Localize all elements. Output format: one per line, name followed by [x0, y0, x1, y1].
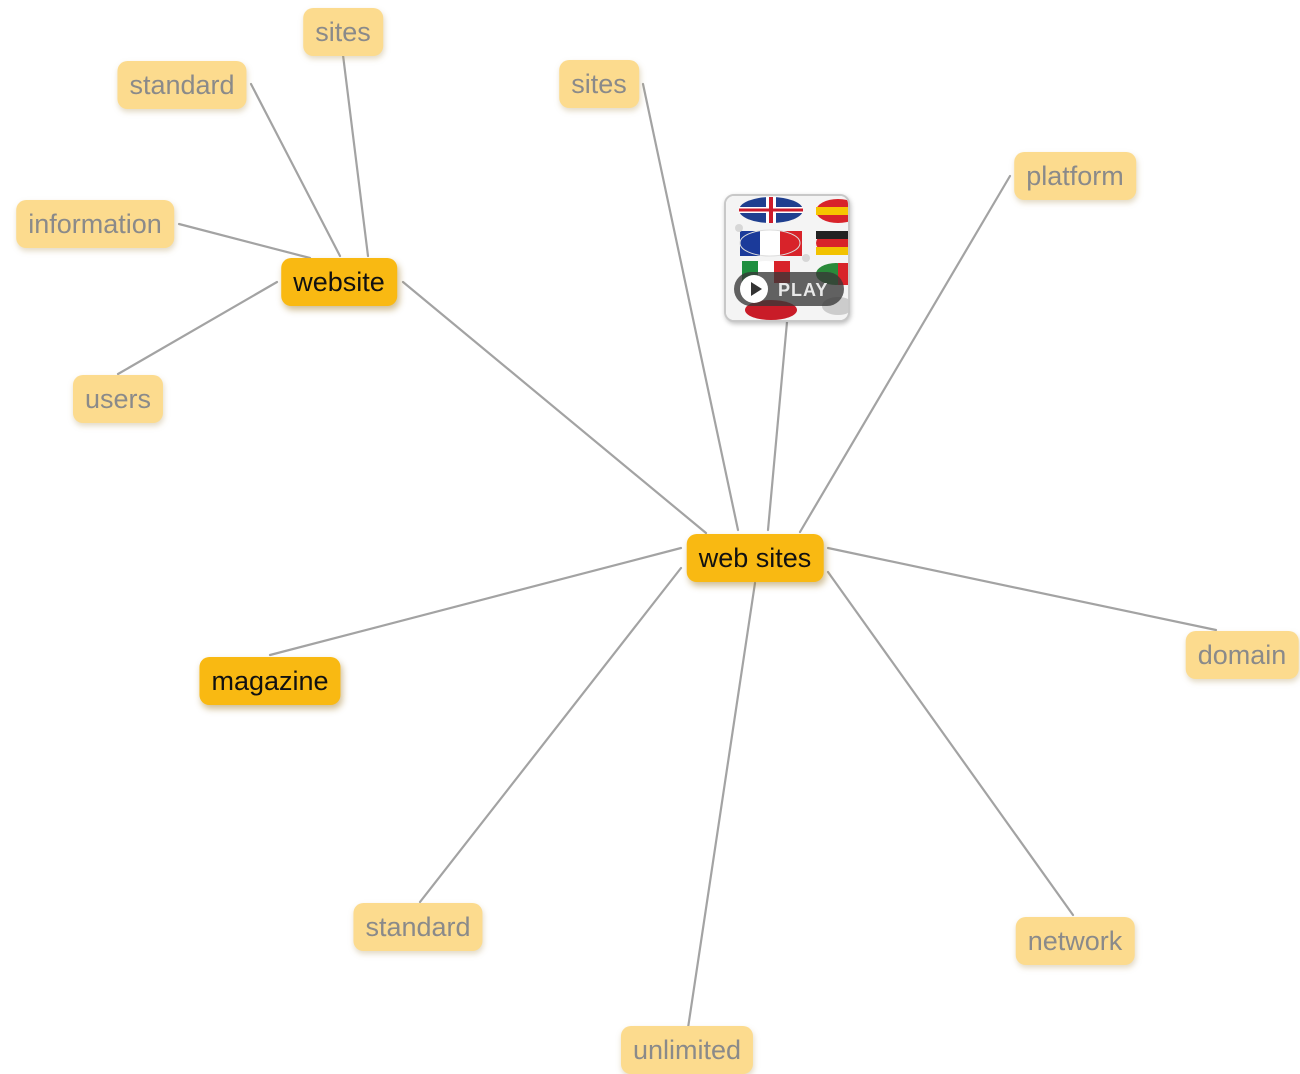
- node-website[interactable]: website: [281, 258, 397, 306]
- edge-web-sites-magazine: [268, 546, 683, 657]
- node-sites-mid[interactable]: sites: [559, 60, 639, 108]
- edge-web-sites-standard: [418, 566, 683, 904]
- node-domain[interactable]: domain: [1185, 631, 1299, 679]
- node-standard-bottom[interactable]: standard: [353, 903, 483, 951]
- edge-web-sites-platform: [798, 174, 1012, 534]
- node-information[interactable]: information: [16, 200, 174, 248]
- edge-website-users: [116, 280, 279, 376]
- play-circle: [740, 275, 768, 303]
- play-label: PLAY: [778, 280, 829, 300]
- play-icon: [751, 282, 762, 296]
- edge-web-sites-website: [401, 280, 708, 535]
- edge-web-sites-domain: [826, 546, 1218, 632]
- node-platform[interactable]: platform: [1014, 152, 1136, 200]
- node-magazine[interactable]: magazine: [199, 657, 341, 705]
- node-standard-top[interactable]: standard: [117, 61, 247, 109]
- edge-website-standard: [249, 82, 342, 258]
- edge-website-sites: [341, 53, 370, 258]
- edge-web-sites-sites: [641, 82, 740, 532]
- play-button[interactable]: PLAY: [734, 272, 844, 306]
- node-users[interactable]: users: [72, 375, 164, 423]
- edge-website-information: [177, 222, 312, 260]
- edge-web-sites-video: [766, 320, 789, 532]
- node-unlimited[interactable]: unlimited: [620, 1026, 754, 1074]
- edge-web-sites-unlimited: [686, 581, 757, 1030]
- node-sites-top[interactable]: sites: [303, 8, 383, 56]
- edge-web-sites-network: [826, 570, 1075, 917]
- node-network[interactable]: network: [1015, 917, 1135, 965]
- video-thumbnail[interactable]: PLAY: [724, 194, 850, 322]
- node-web-sites[interactable]: web sites: [686, 534, 824, 582]
